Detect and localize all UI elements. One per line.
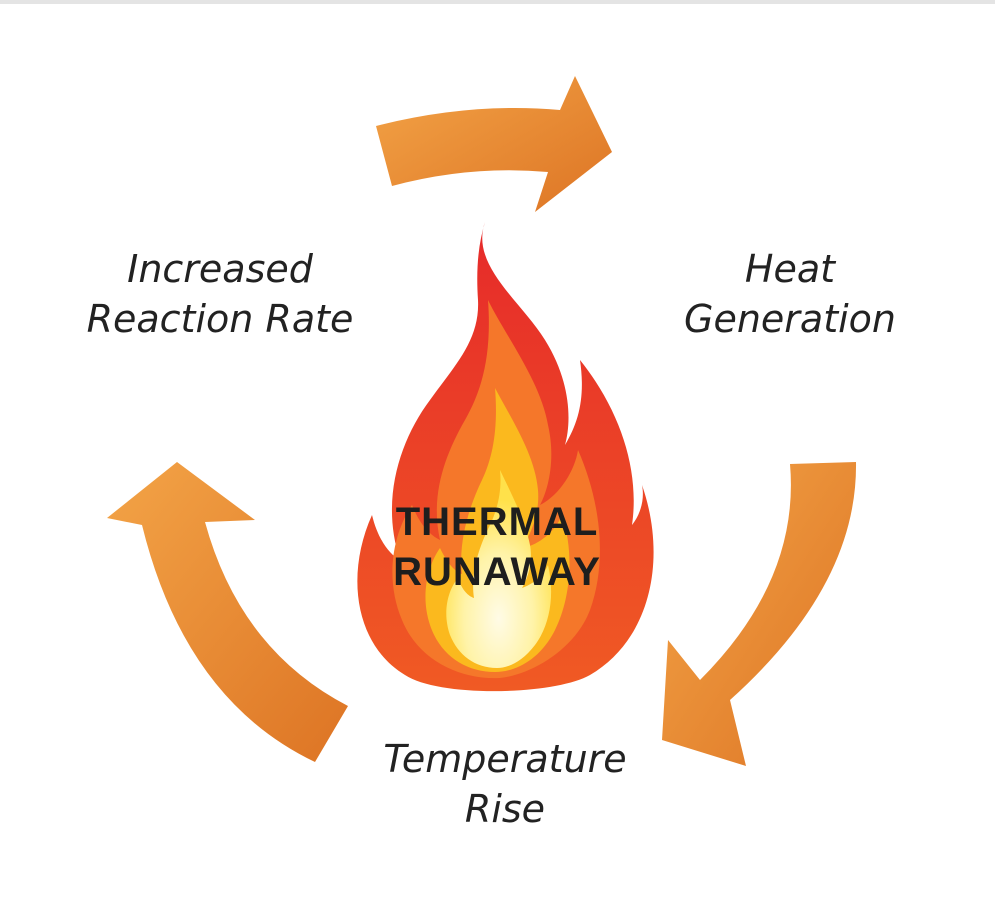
center-title-line2: RUNAWAY — [393, 550, 601, 594]
step-label-increased-reaction-rate: Increased Reaction Rate — [60, 244, 380, 344]
flame-icon — [357, 222, 654, 692]
cycle-arrow-icon — [376, 76, 612, 212]
step-label-line2: Reaction Rate — [86, 297, 354, 341]
step-label-line1: Temperature — [383, 737, 627, 781]
step-label-heat-generation: Heat Generation — [660, 244, 920, 344]
step-label-line1: Heat — [744, 247, 836, 291]
step-label-line2: Rise — [464, 787, 546, 831]
center-title: THERMAL RUNAWAY — [352, 497, 642, 597]
step-label-line2: Generation — [684, 297, 896, 341]
step-label-temperature-rise: Temperature Rise — [345, 734, 665, 834]
cycle-arrow-icon — [107, 462, 348, 762]
step-label-line1: Increased — [127, 247, 313, 291]
cycle-arrow-icon — [662, 462, 857, 766]
center-title-line1: THERMAL — [395, 500, 599, 544]
top-divider — [0, 0, 995, 4]
